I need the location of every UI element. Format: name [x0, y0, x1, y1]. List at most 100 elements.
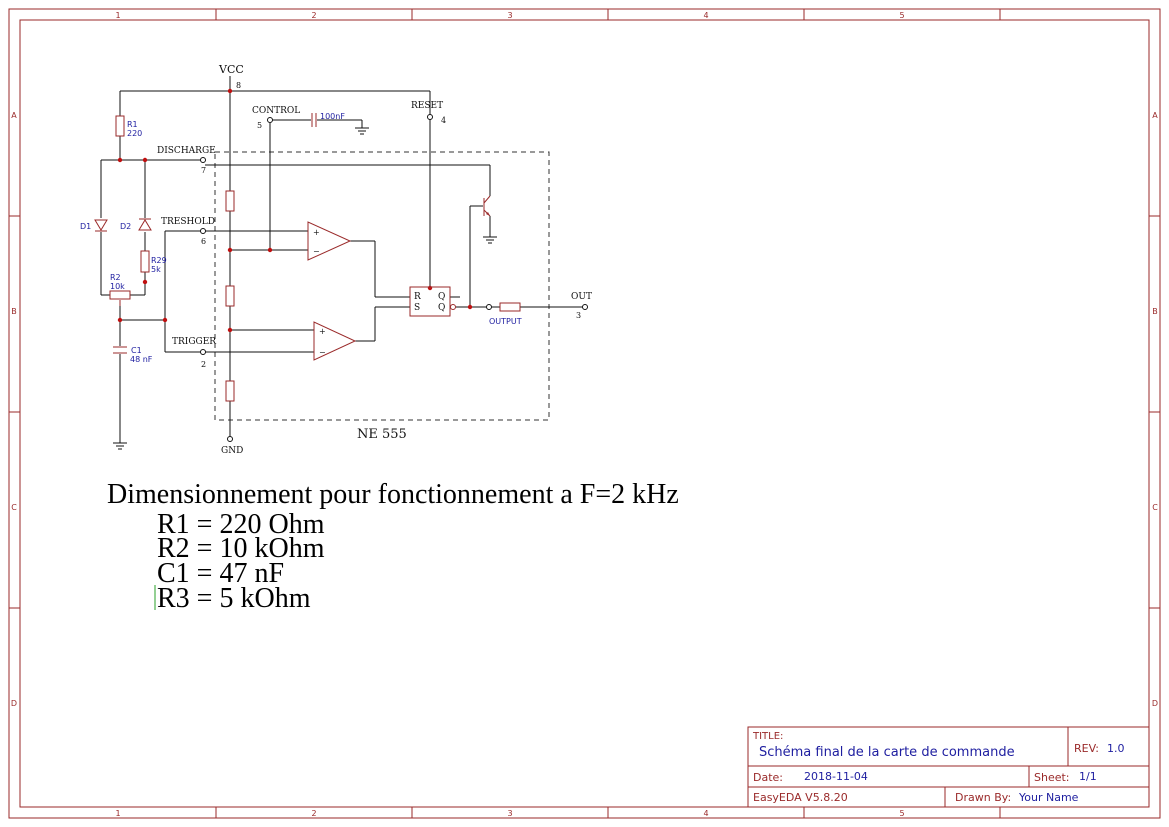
- ff-r-label: R: [414, 292, 421, 302]
- diodes: [94, 218, 152, 232]
- ground-icon: [113, 442, 127, 450]
- control-cap-value: 100nF: [320, 112, 345, 121]
- r29-resistor: [140, 250, 150, 273]
- gnd-label: GND: [221, 446, 243, 456]
- vcc-label: VCC: [218, 63, 244, 76]
- component-labels: R1 220 D1 D2 R29 5k R2 10k C1 48 nF 100n…: [80, 112, 522, 364]
- drawn-by-value: Your Name: [1018, 791, 1079, 804]
- design-notes: Dimensionnement pour fonctionnement a F=…: [107, 479, 679, 614]
- ff-qbar-label: Q: [438, 303, 445, 313]
- d1-ref: D1: [80, 222, 91, 231]
- zone-col-5-bottom: 5: [899, 809, 904, 818]
- d2-diode: [138, 218, 152, 231]
- zone-row-a-left: A: [11, 111, 17, 120]
- d2-ref: D2: [120, 222, 131, 231]
- comparator-minus-label: −: [313, 247, 320, 256]
- comparator-minus-label: −: [319, 348, 326, 357]
- control-pin-number: 5: [257, 121, 262, 130]
- drawn-by-label: Drawn By:: [955, 791, 1011, 804]
- comparator-plus-label: +: [319, 327, 326, 336]
- ground-icon: [483, 236, 497, 244]
- notes-heading: Dimensionnement pour fonctionnement a F=…: [107, 479, 679, 510]
- sheet-label: Sheet:: [1034, 771, 1070, 784]
- notes-line-c1: C1 = 47 nF: [157, 558, 284, 589]
- divider-resistor-mid: [225, 285, 235, 307]
- vcc-pin-number: 8: [236, 81, 241, 90]
- date-value: 2018-11-04: [804, 770, 868, 783]
- out-label: OUT: [571, 292, 592, 302]
- control-label: CONTROL: [252, 106, 300, 116]
- r1-ref: R1: [127, 120, 138, 129]
- junctions: [117, 88, 473, 333]
- zone-row-b-left: B: [11, 307, 17, 316]
- reset-pin-number: 4: [441, 116, 446, 125]
- r1-resistor: [115, 115, 125, 137]
- zone-col-4-top: 4: [703, 11, 708, 20]
- capacitors: [113, 113, 317, 354]
- zone-col-5-top: 5: [899, 11, 904, 20]
- zone-col-3-bottom: 3: [507, 809, 512, 818]
- threshold-comparator: + −: [307, 221, 352, 261]
- chip-name-label: NE 555: [357, 427, 407, 442]
- c1-ref: C1: [131, 346, 142, 355]
- ff-s-label: S: [414, 303, 420, 313]
- zone-row-a-right: A: [1152, 111, 1158, 120]
- zone-col-3-top: 3: [507, 11, 512, 20]
- discharge-pin-number: 7: [201, 166, 206, 175]
- control-capacitor: [311, 113, 317, 127]
- reset-label: RESET: [411, 101, 443, 111]
- sheet-frame: [8, 8, 1161, 819]
- zone-row-c-left: C: [11, 503, 17, 512]
- trigger-comparator: + −: [313, 321, 357, 361]
- comparators: + − + −: [307, 221, 357, 361]
- r2-ref: R2: [110, 273, 121, 282]
- trigger-label: TRIGGER: [172, 337, 216, 347]
- c1-value: 48 nF: [130, 355, 153, 364]
- r1-value: 220: [127, 129, 142, 138]
- ground-icon: [355, 127, 369, 135]
- zone-col-4-bottom: 4: [703, 809, 708, 818]
- wires: [100, 76, 583, 443]
- software-version: EasyEDA V5.8.20: [753, 791, 848, 804]
- ne555-outline: [214, 151, 550, 421]
- title-block: TITLE: Schéma final de la carte de comma…: [747, 726, 1150, 808]
- zone-col-2-top: 2: [311, 11, 316, 20]
- title-label: TITLE:: [752, 731, 783, 742]
- comparator-plus-label: +: [313, 228, 320, 237]
- zone-col-2-bottom: 2: [311, 809, 316, 818]
- discharge-label: DISCHARGE: [157, 146, 216, 156]
- notes-line-r1: R1 = 220 Ohm: [157, 509, 325, 540]
- zone-col-1-bottom: 1: [115, 809, 120, 818]
- zone-row-b-right: B: [1152, 307, 1158, 316]
- output-label: OUTPUT: [489, 317, 522, 326]
- ff-q-label: Q: [438, 292, 445, 302]
- output-resistor: [499, 302, 521, 312]
- date-label: Date:: [753, 771, 783, 784]
- out-pin-number: 3: [576, 311, 581, 320]
- title-value: Schéma final de la carte de commande: [759, 745, 1015, 760]
- trigger-pin-number: 2: [201, 360, 206, 369]
- notes-line-r2: R2 = 10 kOhm: [157, 533, 325, 564]
- notes-line-r3: R3 = 5 kOhm: [157, 583, 311, 614]
- r29-ref: R29: [151, 256, 167, 265]
- zone-markers: 1 2 3 4 5 1 2 3 4 5 A B C D A B C D: [11, 11, 1158, 818]
- discharge-transistor: [483, 195, 491, 217]
- zone-row-d-right: D: [1152, 699, 1158, 708]
- sheet-value: 1/1: [1079, 770, 1097, 783]
- threshold-label: TRESHOLD: [161, 217, 215, 227]
- zone-row-d-left: D: [11, 699, 17, 708]
- rev-value: 1.0: [1107, 742, 1125, 755]
- pin-terminals: [200, 114, 588, 442]
- divider-resistor-top: [225, 190, 235, 212]
- rev-label: REV:: [1074, 742, 1099, 755]
- zone-row-c-right: C: [1152, 503, 1158, 512]
- resistors: [109, 115, 521, 402]
- rs-flipflop: R S Q Q: [409, 286, 456, 317]
- r2-potentiometer: [109, 290, 131, 300]
- r2-value: 10k: [110, 282, 125, 291]
- zone-col-1-top: 1: [115, 11, 120, 20]
- divider-resistor-bottom: [225, 380, 235, 402]
- r29-value: 5k: [151, 265, 161, 274]
- pin-labels: VCC 8 CONTROL 5 RESET 4 DISCHARGE 7 TRES…: [157, 63, 592, 456]
